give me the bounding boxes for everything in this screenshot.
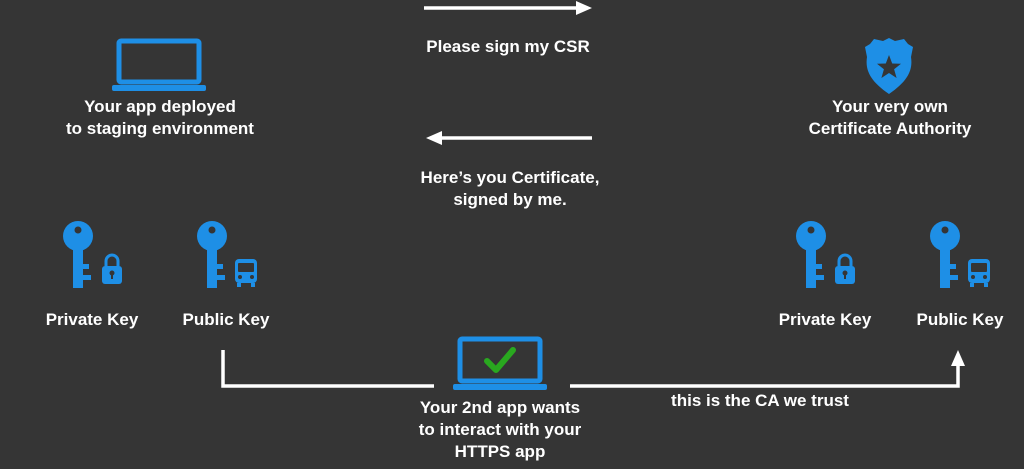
certificate-response-arrow [426, 131, 592, 145]
laptop-check-icon [453, 336, 547, 390]
app-caption: Your app deployed to staging environment [40, 96, 280, 140]
left-connector-line [221, 350, 434, 388]
left-private-key-label: Private Key [45, 310, 139, 329]
padlock-icon [835, 253, 855, 284]
bus-icon [968, 259, 990, 287]
laptop-icon [112, 38, 206, 91]
certificate-response-label: Here’s you Certificate, signed by me. [390, 167, 630, 211]
app-caption-line2: to staging environment [66, 119, 254, 138]
app-caption-line1: Your app deployed [84, 97, 236, 116]
public-key-icon-left [197, 221, 257, 288]
csr-request-arrow [424, 1, 592, 15]
padlock-icon [102, 253, 122, 284]
public-key-icon-right [930, 221, 990, 288]
client-caption-line1: Your 2nd app wants [419, 398, 581, 417]
certificate-response-line1: Here’s you Certificate, [420, 168, 600, 187]
csr-request-label: Please sign my CSR [426, 37, 590, 56]
key-icon [197, 221, 227, 288]
right-public-key-label: Public Key [916, 310, 1004, 329]
certificate-response-line2: signed by me. [453, 190, 567, 209]
bus-icon [235, 259, 257, 287]
police-badge-star-icon [865, 38, 913, 94]
trust-label: this is the CA we trust [671, 391, 849, 410]
private-key-icon-left [63, 221, 122, 288]
ca-caption-line2: Certificate Authority [808, 119, 972, 138]
client-caption: Your 2nd app wants to interact with your… [380, 397, 620, 463]
right-private-key-label: Private Key [778, 310, 872, 329]
trust-arrow [570, 350, 965, 388]
key-icon [63, 221, 93, 288]
key-icon [930, 221, 960, 288]
checkmark-icon [484, 347, 516, 373]
client-caption-line3: HTTPS app [454, 442, 546, 461]
left-public-key-label: Public Key [182, 310, 270, 329]
key-icon [796, 221, 826, 288]
private-key-icon-right [796, 221, 855, 288]
ca-caption: Your very own Certificate Authority [780, 96, 1000, 140]
ca-caption-line1: Your very own [832, 97, 948, 116]
client-caption-line2: to interact with your [418, 420, 582, 439]
